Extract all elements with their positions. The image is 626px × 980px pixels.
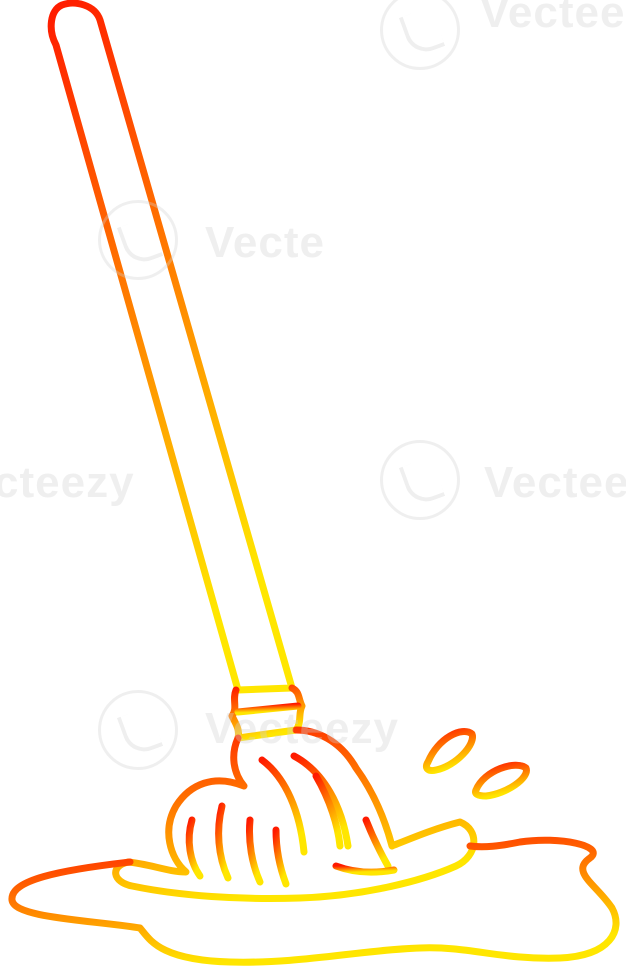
splash-drop	[422, 728, 476, 774]
watermark-row: cteezy Vecteezy	[0, 440, 626, 530]
mop-strand	[332, 862, 398, 876]
watermark-text: cteezy	[0, 458, 135, 507]
watermark-row: Vecteezy	[0, 0, 626, 90]
watermark-row: Vecte	[0, 200, 626, 290]
watermark-row: Vecteezy	[0, 690, 626, 780]
watermark-logo	[380, 440, 460, 520]
mop-strand	[215, 802, 232, 882]
watermark-text: Vecte	[205, 218, 325, 267]
ferrule-band	[234, 702, 302, 716]
watermark-logo	[380, 0, 460, 70]
watermark-text: Vecteezy	[480, 0, 626, 37]
mop-head	[112, 726, 478, 902]
mop-handle	[47, 0, 296, 694]
mop-strand	[185, 816, 204, 880]
mop-strand	[362, 816, 392, 870]
mop-strand	[312, 772, 344, 850]
mop-strand	[272, 826, 290, 888]
puddle	[8, 836, 620, 966]
watermark-logo	[98, 690, 178, 770]
mop-strand	[246, 816, 264, 886]
splash-drop	[472, 761, 530, 800]
watermark-logo	[98, 200, 178, 280]
watermark-text: Vecteezy	[205, 704, 399, 753]
mop-strand	[290, 752, 352, 850]
watermark-text: Vecteezy	[484, 458, 626, 507]
mop-strand	[258, 756, 308, 856]
mop-ferrule	[228, 684, 306, 742]
